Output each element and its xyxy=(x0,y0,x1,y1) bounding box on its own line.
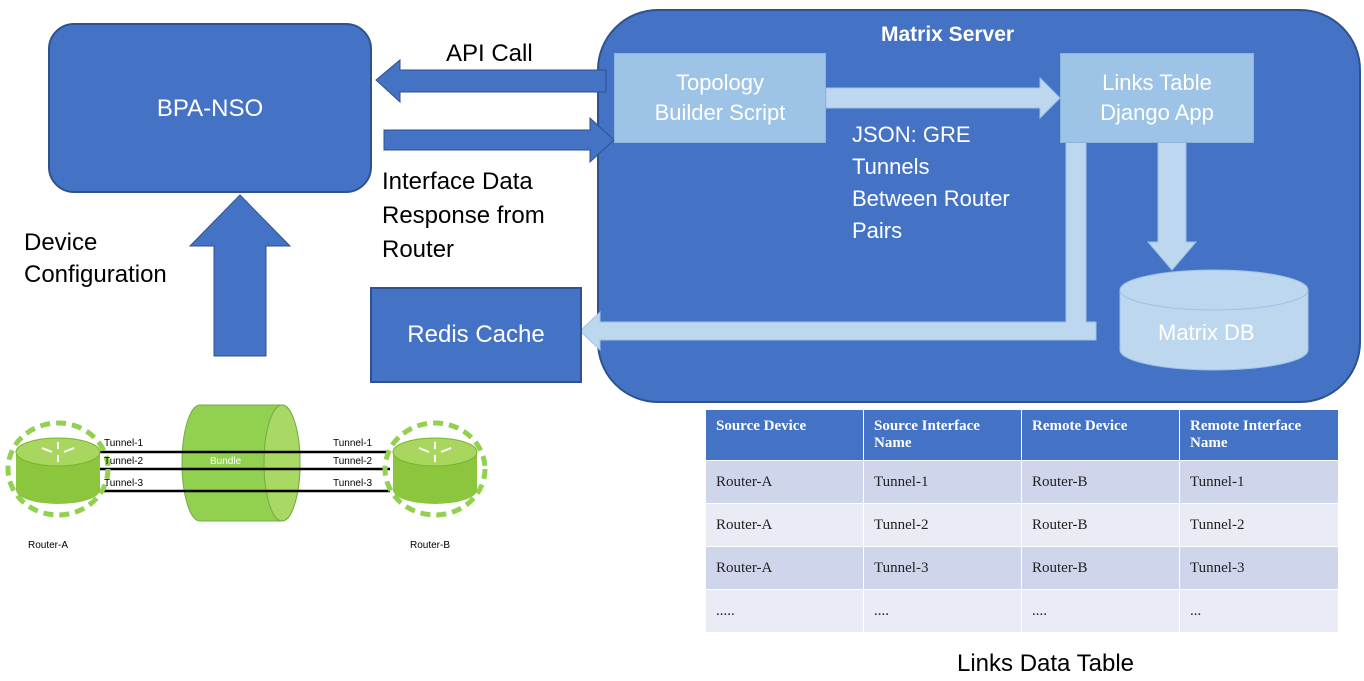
json-gre-label-3: Between Router xyxy=(852,186,1010,211)
table-cell: Router-B xyxy=(1021,503,1180,547)
table-cell: Tunnel-3 xyxy=(1179,546,1339,590)
tunnel-left-2: Tunnel-2 xyxy=(104,456,144,467)
router-b-label: Router-B xyxy=(410,540,451,551)
links-table-app-label-1: Links Table xyxy=(1102,70,1212,95)
table-cell: Tunnel-1 xyxy=(1179,460,1339,504)
table-cell: Router-B xyxy=(1021,546,1180,590)
json-gre-label-4: Pairs xyxy=(852,218,903,243)
table-cell: .... xyxy=(1021,589,1180,633)
table-cell: Router-A xyxy=(705,546,864,590)
links-data-table: Source Device Source Interface Name Remo… xyxy=(705,409,1339,633)
table-cell: Tunnel-2 xyxy=(863,503,1022,547)
links-table-app-label-2: Django App xyxy=(1100,100,1214,125)
json-arrow xyxy=(825,76,1061,120)
header-source-interface: Source Interface Name xyxy=(863,409,1022,461)
header-remote-device: Remote Device xyxy=(1021,409,1180,461)
interface-data-label-2: Response from xyxy=(382,202,545,229)
table-cell: Router-A xyxy=(705,503,864,547)
router-b-icon xyxy=(382,420,488,518)
bpa-nso-label: BPA-NSO xyxy=(156,95,264,122)
links-table-app-box: Links Table Django App xyxy=(1060,53,1254,143)
matrix-db-label: Matrix DB xyxy=(1158,320,1255,345)
matrix-db-cylinder xyxy=(1119,289,1309,371)
header-source-device: Source Device xyxy=(705,409,864,461)
interface-data-label-3: Router xyxy=(382,236,455,263)
tunnel-right-3: Tunnel-3 xyxy=(333,478,373,489)
bpa-nso-box: BPA-NSO xyxy=(48,23,372,193)
table-cell: Tunnel-3 xyxy=(863,546,1022,590)
redis-cache-box: Redis Cache xyxy=(370,287,582,383)
table-cell: .... xyxy=(863,589,1022,633)
table-cell: Tunnel-1 xyxy=(863,460,1022,504)
tunnel-left-3: Tunnel-3 xyxy=(104,478,144,489)
device-config-arrow xyxy=(188,194,292,357)
links-to-db-arrow xyxy=(1146,141,1198,271)
table-row: Router-A Tunnel-1 Router-B Tunnel-1 xyxy=(705,460,1339,504)
table-cell: Router-B xyxy=(1021,460,1180,504)
topology-builder-box: Topology Builder Script xyxy=(614,53,826,143)
interface-response-arrow xyxy=(383,116,615,164)
topology-builder-label-1: Topology xyxy=(675,70,765,95)
router-a-label: Router-A xyxy=(28,540,69,551)
table-caption: Links Data Table xyxy=(957,650,1134,677)
table-cell: ..... xyxy=(705,589,864,633)
matrix-server-title: Matrix Server xyxy=(881,23,1015,46)
device-config-label-1: Device xyxy=(24,229,98,256)
json-gre-label-2: Tunnels xyxy=(852,154,930,179)
api-call-arrow xyxy=(375,58,607,104)
tunnel-right-2: Tunnel-2 xyxy=(333,456,373,467)
table-row: Router-A Tunnel-3 Router-B Tunnel-3 xyxy=(705,546,1339,590)
table-cell: Tunnel-2 xyxy=(1179,503,1339,547)
interface-data-label-1: Interface Data xyxy=(382,168,533,195)
device-config-label-2: Configuration xyxy=(24,261,167,288)
api-call-label: API Call xyxy=(446,40,533,67)
router-a-icon xyxy=(5,420,111,518)
header-remote-interface: Remote Interface Name xyxy=(1179,409,1339,461)
table-cell: Router-A xyxy=(705,460,864,504)
table-cell: ... xyxy=(1179,589,1339,633)
links-to-redis-arrow xyxy=(579,141,1097,352)
table-row: ..... .... .... ... xyxy=(705,589,1339,633)
tunnel-left-1: Tunnel-1 xyxy=(104,438,144,449)
json-gre-label-1: JSON: GRE xyxy=(852,122,971,147)
tunnel-right-1: Tunnel-1 xyxy=(333,438,373,449)
table-row: Router-A Tunnel-2 Router-B Tunnel-2 xyxy=(705,503,1339,547)
topology-builder-label-2: Builder Script xyxy=(654,100,786,125)
table-header-row: Source Device Source Interface Name Remo… xyxy=(705,409,1339,461)
bundle-label: Bundle xyxy=(210,456,242,467)
redis-cache-label: Redis Cache xyxy=(407,321,545,348)
